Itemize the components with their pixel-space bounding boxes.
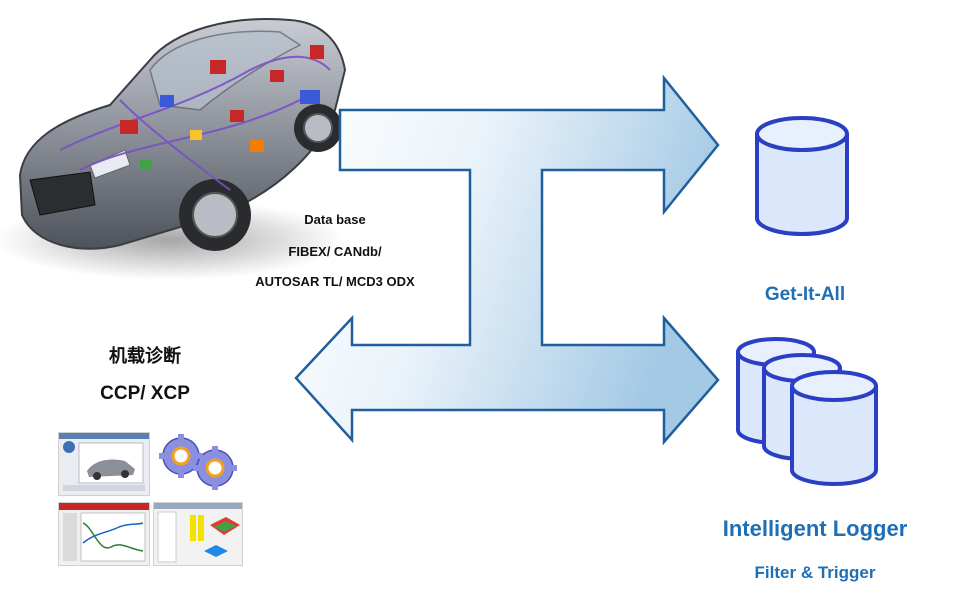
car-app-icon — [59, 433, 149, 495]
database-label-1: Data base — [304, 212, 366, 227]
software-screenshot-car — [58, 432, 150, 496]
graph-app-icon — [59, 503, 149, 565]
software-screenshot-graph — [58, 502, 150, 566]
onboard-diagnostics-title: 机载诊断 — [109, 346, 181, 367]
software-screenshot-map — [153, 502, 243, 566]
database-stack-icon — [736, 337, 878, 486]
filter-trigger-label: Filter & Trigger — [754, 563, 876, 582]
database-label-3: AUTOSAR TL/ MCD3 ODX — [255, 274, 415, 289]
gears-icon — [153, 430, 241, 492]
intelligent-logger-label: Intelligent Logger — [722, 516, 908, 541]
database-label-2: FIBEX/ CANdb/ — [288, 244, 382, 259]
car-cutaway-image — [0, 18, 347, 280]
get-it-all-label: Get-It-All — [764, 284, 846, 305]
database-cylinder-icon — [755, 116, 849, 236]
protocols-label: CCP/ XCP — [100, 383, 190, 404]
map-app-icon — [154, 503, 242, 565]
